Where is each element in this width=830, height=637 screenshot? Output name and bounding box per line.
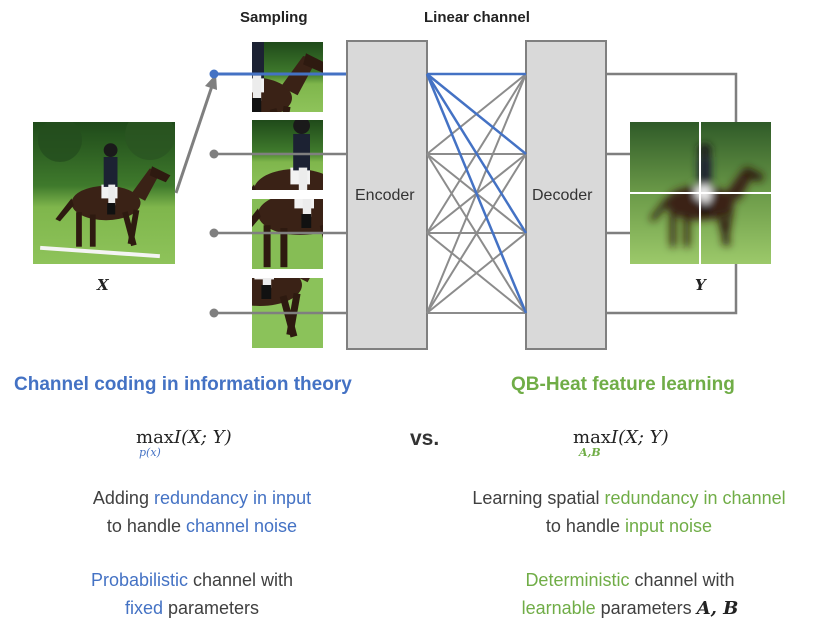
left-line1-text: Adding	[92, 488, 154, 508]
right-line4-highlight: learnable	[521, 598, 596, 618]
right-formula-rest: I(X; Y)	[610, 427, 669, 448]
left-line1-highlight: redundancy in input	[153, 488, 312, 508]
left-line4-highlight: fixed	[124, 598, 163, 618]
encoder-block	[346, 40, 428, 350]
decoder-block	[525, 40, 607, 350]
left-channel-description: Probabilistic channel with fixed paramet…	[12, 566, 372, 622]
linear-channel-links	[425, 72, 528, 314]
left-formula-subscript: p(x)	[139, 446, 161, 459]
sample-crop-1	[252, 42, 323, 112]
x-variable-label: X	[97, 276, 109, 294]
left-formula-op: max	[136, 427, 174, 448]
output-image-y	[630, 122, 771, 264]
right-line4-text: parameters	[595, 598, 697, 618]
left-line3-highlight: Probabilistic	[90, 570, 188, 590]
left-title: Channel coding in information theory	[14, 374, 352, 395]
y-variable-label: Y	[695, 276, 706, 294]
output-lines	[606, 72, 738, 315]
right-line1-text: Learning spatial	[472, 488, 605, 508]
right-title: QB-Heat feature learning	[511, 374, 735, 395]
right-line2-highlight: input noise	[625, 516, 713, 536]
right-channel-description: Deterministic channel with learnable par…	[450, 566, 810, 623]
right-line1-highlight: redundancy in channel	[604, 488, 786, 508]
left-line2-highlight: channel noise	[185, 516, 298, 536]
right-line3-highlight: Deterministic	[525, 570, 630, 590]
left-line3-text: channel with	[187, 570, 294, 590]
right-formula: maxI(X; Y)	[573, 427, 669, 448]
left-line4-text: parameters	[162, 598, 260, 618]
encoder-label: Encoder	[355, 187, 415, 204]
right-description: Learning spatial redundancy in channel t…	[448, 484, 810, 540]
sample-lines	[209, 69, 347, 318]
left-line2-text: to handle	[106, 516, 186, 536]
left-formula-rest: I(X; Y)	[173, 427, 232, 448]
right-line4-math: A, B	[696, 598, 739, 619]
decoder-label: Decoder	[532, 187, 593, 204]
input-image-x	[33, 122, 175, 264]
sampling-header: Sampling	[240, 9, 308, 26]
left-description: Adding redundancy in input to handle cha…	[22, 484, 382, 540]
right-formula-subscript: A,B	[579, 446, 601, 459]
sampling-arrow	[174, 74, 217, 194]
right-formula-op: max	[573, 427, 611, 448]
vs-label: vs.	[410, 427, 440, 450]
linear-channel-header: Linear channel	[424, 9, 530, 26]
right-line2-text: to handle	[545, 516, 625, 536]
right-line3-text: channel with	[629, 570, 735, 590]
left-formula: maxI(X; Y)	[136, 427, 232, 448]
